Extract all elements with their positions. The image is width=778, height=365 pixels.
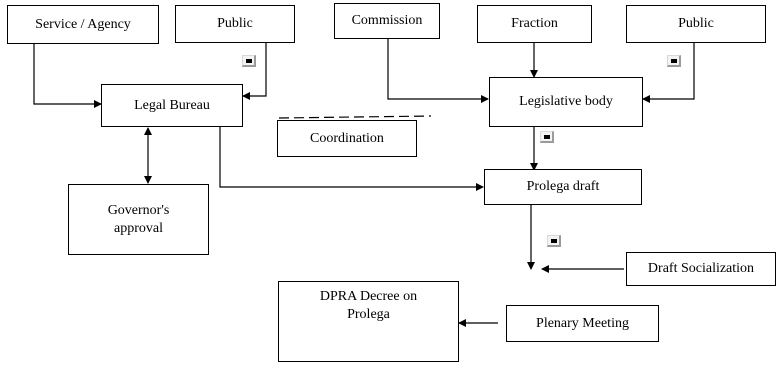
node-draft-socialization: Draft Socialization [626, 252, 776, 286]
node-prolega-draft: Prolega draft [484, 169, 642, 205]
node-plenary-meeting: Plenary Meeting [506, 305, 659, 342]
arrow-public-to-legal-bureau [242, 43, 267, 100]
node-coordination: Coordination [277, 120, 417, 157]
arrow-service-to-legal-bureau [33, 44, 102, 108]
small-window-icon [540, 131, 554, 143]
node-fraction: Fraction [477, 5, 592, 43]
arrow-legal-bureau-to-prolega-draft [219, 127, 484, 191]
small-window-icon [547, 235, 561, 247]
small-window-icon [242, 55, 256, 67]
node-public-right: Public [626, 5, 766, 43]
node-legislative-body: Legislative body [489, 77, 643, 127]
arrow-public-to-legislative-body [642, 43, 695, 103]
node-public-left: Public [175, 5, 295, 43]
node-governors-approval: Governor's approval [68, 184, 209, 255]
node-dpra-decree: DPRA Decree on Prolega [278, 281, 459, 362]
arrow-commission-to-legislative-body [387, 39, 489, 103]
node-commission: Commission [334, 3, 440, 39]
coordination-dashed-line [278, 115, 432, 119]
node-legal-bureau: Legal Bureau [101, 84, 243, 127]
node-service-agency: Service / Agency [7, 5, 159, 44]
small-window-icon [667, 55, 681, 67]
